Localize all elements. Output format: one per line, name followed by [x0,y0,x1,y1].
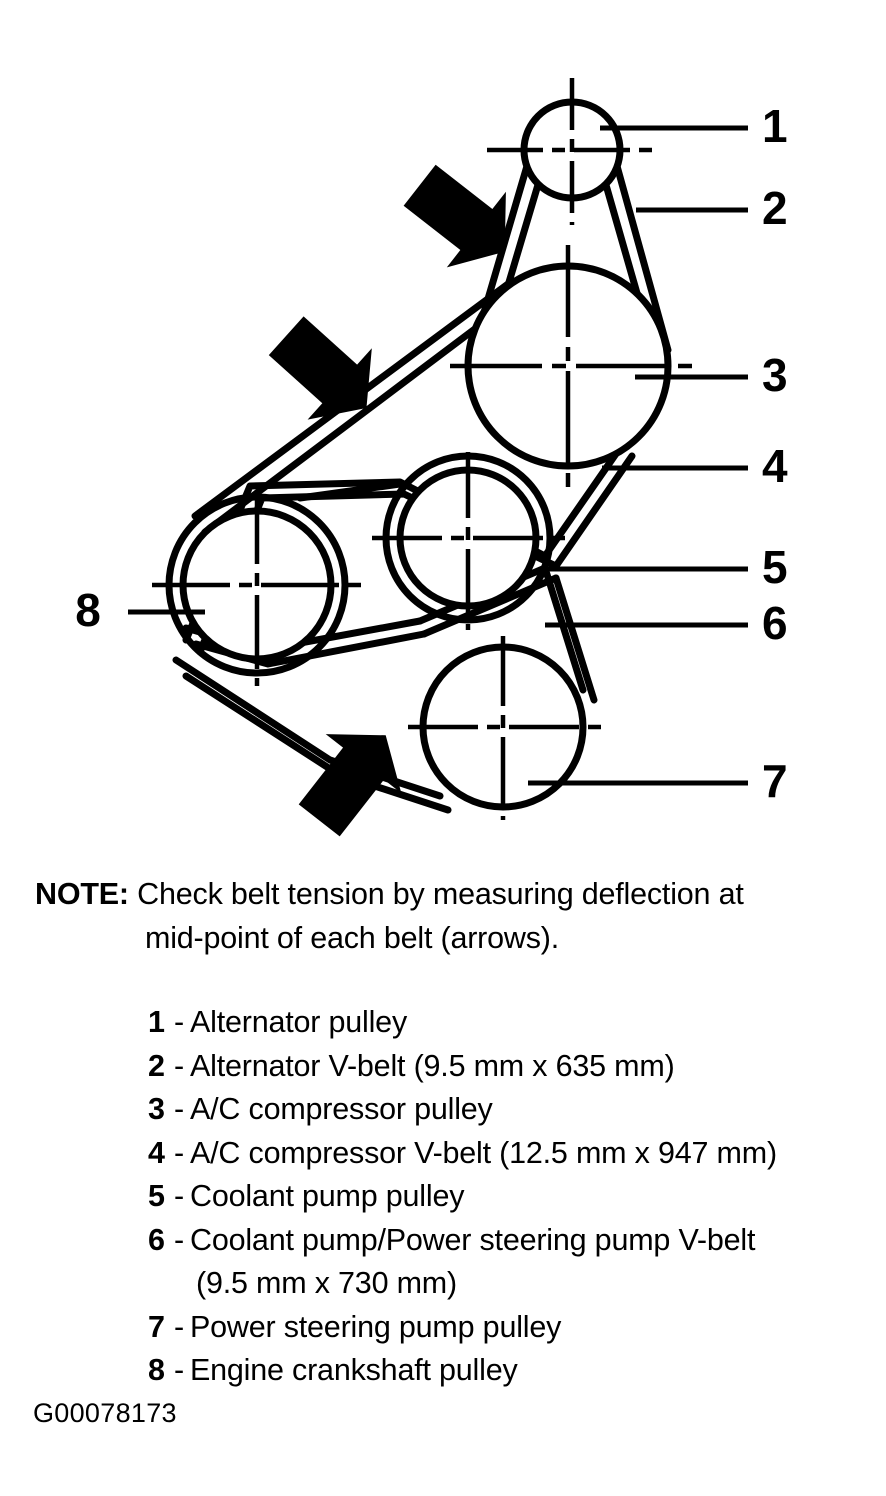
callout-3: 3 [635,349,788,401]
callout-5-number: 5 [762,541,788,593]
callout-group: 1 2 3 4 5 [75,100,788,807]
legend-item-4-number: 4 [148,1135,165,1170]
note-label: NOTE: [35,877,129,911]
legend-item-8-label: Engine crankshaft pulley [190,1353,518,1387]
legend-item-3-dash: - [174,1092,184,1126]
callout-6-number: 6 [762,597,788,649]
legend-item-5-dash: - [174,1179,184,1213]
legend-item-1-label: Alternator pulley [190,1005,407,1039]
legend-item-8: 8-Engine crankshaft pulley [148,1349,878,1393]
legend-item-1: 1-Alternator pulley [148,1001,878,1045]
legend-item-3: 3-A/C compressor pulley [148,1088,878,1132]
callout-2: 2 [636,182,788,234]
callout-6: 6 [545,597,788,649]
figure-code: G00078173 [33,1398,177,1428]
legend-item-2-dash: - [174,1048,184,1083]
note-first-line: NOTE: Check belt tension by measuring de… [35,872,865,916]
legend-item-8-dash: - [174,1353,184,1387]
deflection-arrow-ac-belt [268,316,372,420]
diagram-canvas: 1 2 3 4 5 [75,78,788,837]
legend-item-4-label: A/C compressor V-belt (12.5 mm x 947 mm) [190,1135,777,1170]
callout-5: 5 [545,541,788,593]
legend-item-6-number: 6 [148,1222,165,1257]
callout-7: 7 [528,755,788,807]
callout-1: 1 [600,100,788,152]
legend-item-1-number: 1 [148,1005,165,1039]
legend-item-4-dash: - [174,1135,184,1170]
legend-item-6: 6-Coolant pump/Power steering pump V-bel… [148,1219,878,1263]
legend-item-6-label: Coolant pump/Power steering pump V-belt [190,1222,756,1257]
note-text-line2: mid-point of each belt (arrows). [145,921,559,955]
legend-item-6-continuation: (9.5 mm x 730 mm) [196,1266,457,1300]
callout-4-number: 4 [762,440,788,492]
deflection-arrow-coolant-belt [298,734,402,837]
legend-item-2: 2-Alternator V-belt (9.5 mm x 635 mm) [148,1045,878,1089]
legend-item-5-number: 5 [148,1179,165,1213]
note-text-line1: Check belt tension by measuring deflecti… [137,877,744,911]
legend-item-2-number: 2 [148,1048,165,1083]
deflection-arrow-alternator-belt [403,164,506,268]
callout-8: 8 [75,584,205,636]
legend-item-2-label: Alternator V-belt (9.5 mm x 635 mm) [190,1048,675,1083]
callout-7-number: 7 [762,755,788,807]
legend-item-3-number: 3 [148,1092,165,1126]
legend-item-6-dash: - [174,1222,184,1257]
callout-1-number: 1 [762,100,788,152]
legend-item-7-label: Power steering pump pulley [190,1309,562,1344]
legend-item-5: 5-Coolant pump pulley [148,1175,878,1219]
legend-item-5-label: Coolant pump pulley [190,1179,465,1213]
legend-list: 1-Alternator pulley 2-Alternator V-belt … [148,1001,878,1393]
belt-routing-diagram: 1 2 3 4 5 [75,78,788,837]
callout-2-number: 2 [762,182,788,234]
legend-item-4: 4-A/C compressor V-belt (12.5 mm x 947 m… [148,1132,878,1176]
callout-4: 4 [602,440,788,492]
deflection-arrow-group [268,164,506,837]
legend-item-3-label: A/C compressor pulley [190,1092,493,1126]
callout-8-number: 8 [75,584,101,636]
legend-item-8-number: 8 [148,1353,165,1387]
legend-item-7-number: 7 [148,1309,165,1344]
note-block: NOTE: Check belt tension by measuring de… [35,872,865,960]
center-axis-group [152,78,700,820]
legend-item-1-dash: - [174,1005,184,1039]
legend-item-7: 7-Power steering pump pulley [148,1306,878,1350]
callout-3-number: 3 [762,349,788,401]
legend-item-7-dash: - [174,1309,184,1344]
